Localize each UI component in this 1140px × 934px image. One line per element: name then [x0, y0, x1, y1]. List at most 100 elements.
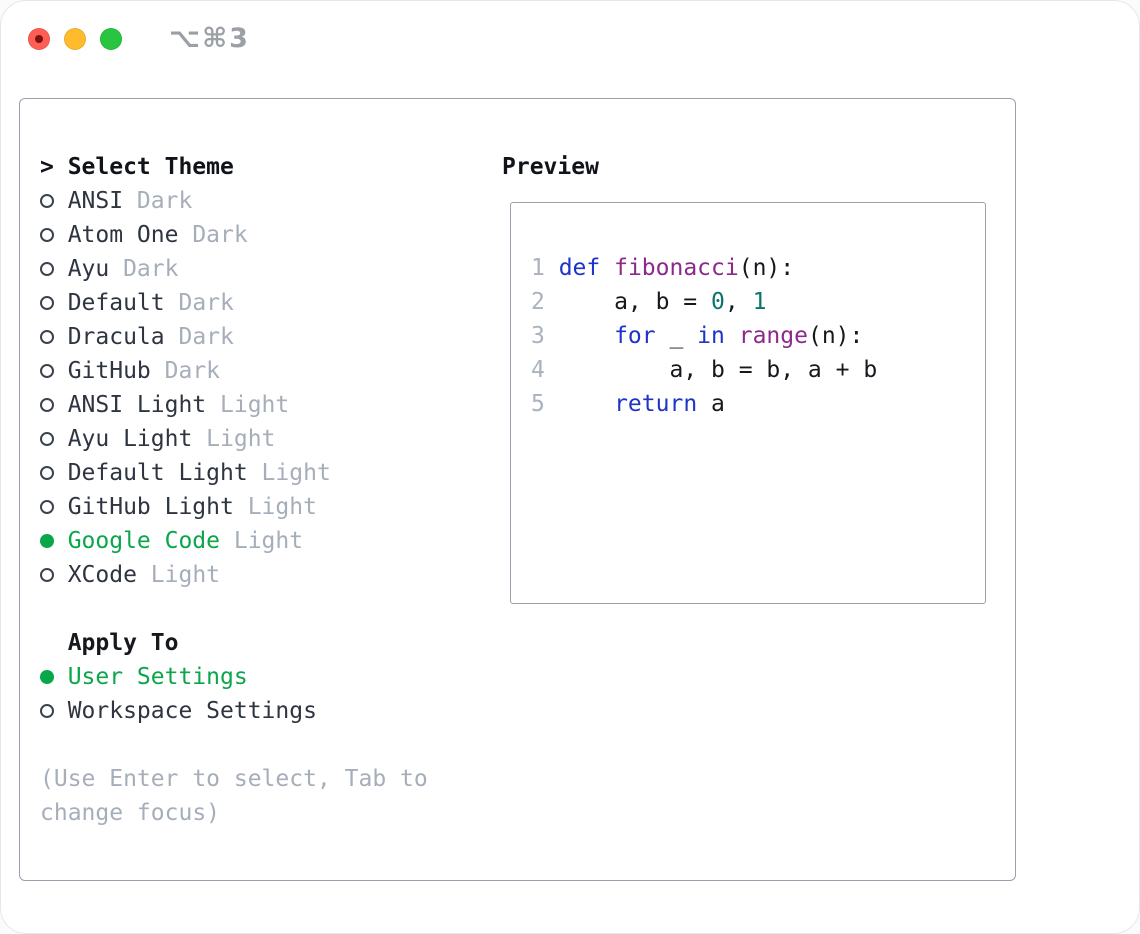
radio-icon	[40, 466, 54, 480]
option-label: ANSI Light	[67, 392, 207, 418]
radio-icon	[40, 500, 54, 514]
radio-icon	[40, 432, 54, 446]
line-number: 4	[531, 357, 545, 383]
option-variant: Light	[206, 392, 290, 418]
radio-selected-icon	[40, 670, 54, 684]
code-line: 3 for _ in range(n):	[531, 319, 985, 353]
traffic-lights	[28, 27, 122, 50]
code-token: return	[614, 391, 698, 417]
option-theme-dracula[interactable]: Dracula Dark	[40, 320, 502, 354]
option-label: Dracula	[67, 324, 165, 350]
option-variant: Dark	[164, 290, 234, 316]
code-token: def	[558, 255, 601, 281]
spacer	[40, 728, 502, 762]
line-number: 1	[531, 255, 545, 281]
option-label: Default	[67, 290, 165, 316]
code-line: 1 def fibonacci(n):	[531, 251, 985, 285]
option-variant: Light	[220, 528, 304, 554]
option-label: Atom One	[67, 222, 179, 248]
help-text: (Use Enter to select, Tab to change focu…	[40, 766, 428, 826]
option-variant: Light	[247, 460, 331, 486]
code-token: for	[614, 323, 656, 349]
select-theme-header: > Select Theme	[40, 150, 502, 184]
option-variant: Light	[192, 426, 276, 452]
option-theme-atom-one[interactable]: Atom One Dark	[40, 218, 502, 252]
option-label: ANSI	[67, 188, 124, 214]
option-variant: Dark	[123, 188, 193, 214]
option-label: GitHub	[67, 358, 151, 384]
code-token: a, b = b, a + b	[558, 357, 878, 383]
option-label: Ayu Light	[67, 426, 193, 452]
code-token: a	[697, 391, 725, 417]
option-theme-default-light[interactable]: Default Light Light	[40, 456, 502, 490]
radio-icon	[40, 398, 54, 412]
code-token	[725, 323, 739, 349]
radio-icon	[40, 568, 54, 582]
preview-title: Preview	[502, 154, 599, 180]
radio-icon	[40, 194, 54, 208]
unsaved-dot-icon	[35, 34, 43, 43]
option-variant: Dark	[164, 324, 234, 350]
code-token	[559, 323, 614, 349]
code-token	[559, 391, 614, 417]
option-theme-github-light[interactable]: GitHub Light Light	[40, 490, 502, 524]
select-theme-title: Select Theme	[67, 154, 234, 180]
code-token: in	[697, 323, 725, 349]
radio-icon	[40, 330, 54, 344]
spacer	[40, 592, 502, 626]
line-number: 3	[531, 323, 545, 349]
option-apply-workspace-settings[interactable]: Workspace Settings	[40, 694, 502, 728]
code-token: _	[655, 323, 698, 349]
titlebar: ⌥⌘3	[1, 1, 1139, 76]
option-theme-xcode[interactable]: XCode Light	[40, 558, 502, 592]
option-theme-default[interactable]: Default Dark	[40, 286, 502, 320]
minimize-button[interactable]	[64, 27, 86, 50]
radio-icon	[40, 228, 54, 242]
option-theme-github[interactable]: GitHub Dark	[40, 354, 502, 388]
apply-to-title: Apply To	[67, 630, 179, 656]
option-variant: Light	[233, 494, 317, 520]
radio-selected-icon	[40, 534, 54, 548]
option-theme-ayu[interactable]: Ayu Dark	[40, 252, 502, 286]
code-line: 4 a, b = b, a + b	[531, 353, 985, 387]
code-token: fibonacci	[614, 255, 739, 281]
option-variant: Dark	[150, 358, 221, 384]
code-token: a, b =	[558, 289, 712, 315]
option-label: Workspace Settings	[67, 698, 317, 724]
code-line	[531, 421, 985, 455]
option-apply-user-settings[interactable]: User Settings	[40, 660, 502, 694]
code-token: ,	[724, 289, 753, 315]
window-title-shortcut: ⌥⌘3	[169, 23, 250, 54]
option-theme-ayu-light[interactable]: Ayu Light Light	[40, 422, 502, 456]
code-token: (n):	[738, 255, 795, 281]
option-theme-ansi-light[interactable]: ANSI Light Light	[40, 388, 502, 422]
code-line: 5 return a	[531, 387, 985, 421]
option-variant: Dark	[109, 256, 179, 282]
code-token	[600, 255, 614, 281]
option-label: XCode	[67, 562, 137, 588]
cursor-icon: >	[40, 154, 54, 180]
zoom-button[interactable]	[100, 27, 122, 50]
line-number: 2	[531, 289, 545, 315]
option-label: Default Light	[67, 460, 248, 486]
option-theme-ansi[interactable]: ANSI Dark	[40, 184, 502, 218]
option-label: Ayu	[67, 256, 110, 282]
line-number: 5	[531, 391, 545, 417]
option-theme-google-code[interactable]: Google Code Light	[40, 524, 502, 558]
close-button[interactable]	[28, 27, 50, 50]
radio-icon	[40, 296, 54, 310]
radio-icon	[40, 364, 54, 378]
code-line: 2 a, b = 0, 1	[531, 285, 985, 319]
option-label: Google Code	[67, 528, 221, 554]
apply-to-header: Apply To	[40, 626, 502, 660]
option-variant: Dark	[178, 222, 248, 248]
option-label: GitHub Light	[67, 494, 234, 520]
option-label: User Settings	[67, 664, 248, 690]
code-token: 1	[752, 289, 767, 315]
